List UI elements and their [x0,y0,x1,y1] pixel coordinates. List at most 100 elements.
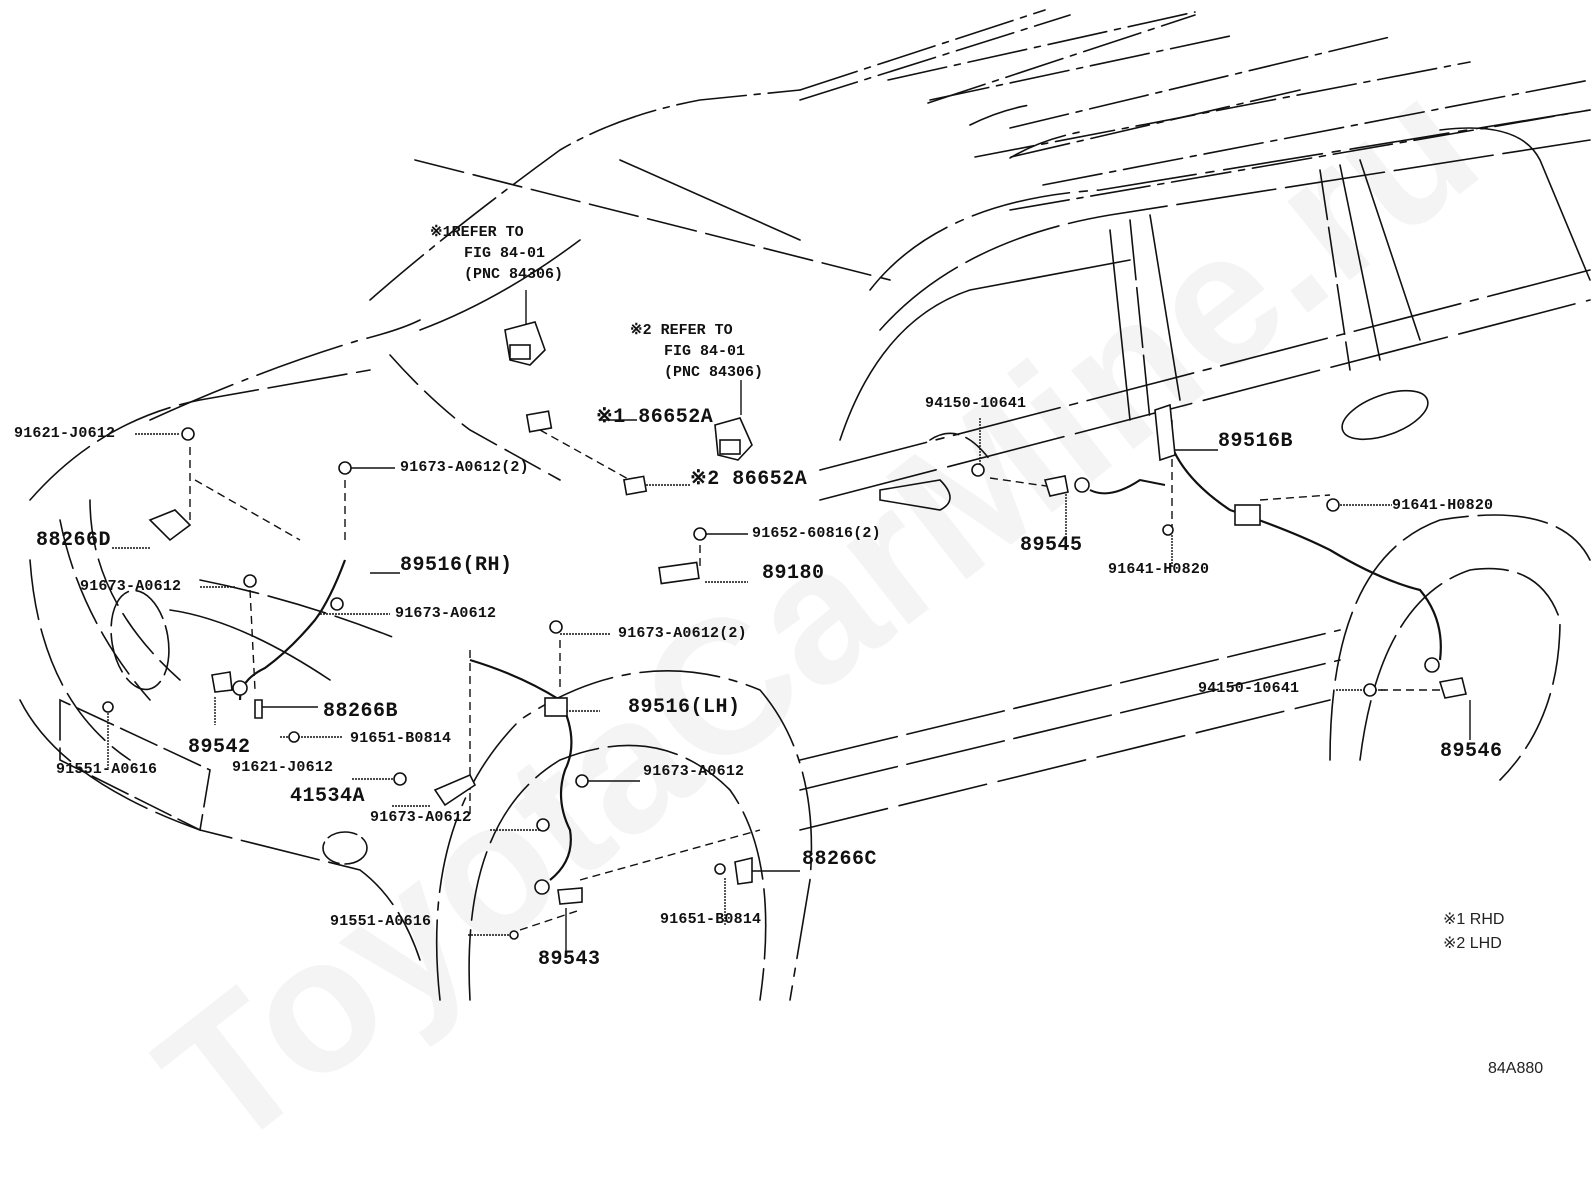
figure-code: 84A880 [1488,1060,1544,1077]
clock-spring-lhd-icon [714,417,753,461]
bolt-91673-a0612-2-icon [338,461,352,475]
note-line: FIG 84-01 [464,245,546,262]
legend-mark: ※2 [1443,935,1466,952]
part-label-91621-j0612-low[interactable]: 91621-J0612 [232,759,334,776]
bolt-91652-60816-icon [693,527,707,541]
fog-lamp [322,831,368,865]
door-handle [1341,389,1429,441]
body-upper-line [869,109,1591,291]
roof-lines [799,9,1591,211]
vehicle-outline-drawing [19,9,1591,1001]
part-label-88266b[interactable]: 88266B [323,700,399,723]
part-label-89545[interactable]: 89545 [1020,534,1083,557]
part-label-91641-h0820-mid[interactable]: 91641-H0820 [1108,561,1210,578]
part-label-91673-a0612-2-mid[interactable]: 91673-A0612(2) [618,625,747,642]
bolt-91551-a0616-left-icon [102,701,114,713]
bolt-91621-j0612-icon [181,427,195,441]
bolt-91673-a0612-low-icon [536,818,550,832]
part-label-41534a[interactable]: 41534A [290,785,366,808]
note-line: REFER TO [660,322,733,339]
wire-harness-rear [1163,419,1442,661]
rocker-panel [799,629,1341,761]
note-line[interactable]: (PNC 84306) [464,266,564,283]
part-label-86652a-rhd[interactable]: ※1 86652A [596,406,714,429]
refer-note-lhd: ※2 REFER TO FIG 84-01 (PNC 84306) [630,320,763,383]
part-label-89516-lh[interactable]: 89516(LH) [628,696,741,719]
part-label-89543[interactable]: 89543 [538,948,601,971]
clamp-88266b-icon [254,699,263,719]
part-label-91551-a0616-low[interactable]: 91551-A0616 [330,913,432,930]
rear-tire [1359,567,1561,781]
bolt-91551-a0616-low-icon [509,930,519,940]
clamp-89516-lh-icon [544,697,568,717]
hood-line [149,319,421,421]
bolt-91673-a0612-2-mid-icon [549,620,563,634]
note-line: FIG 84-01 [664,343,746,360]
front-tire [468,744,767,1001]
nut-94150-10641-top-icon [971,463,985,477]
wire-harness-rh [238,559,347,701]
bolt-91621-j0612-low-icon [393,772,407,786]
speed-sensor-89542-icon [211,671,233,693]
bolt-91673-a0612-left-icon [243,574,257,588]
part-label-91673-a0612-2[interactable]: 91673-A0612(2) [400,459,529,476]
part-label-89542[interactable]: 89542 [188,736,251,759]
legend-text: LHD [1469,935,1502,952]
side-mirror [879,479,951,511]
bolt-91651-b0814-left-icon [288,731,300,743]
bolt-91641-h0820-mid-icon [1162,524,1174,536]
front-wheel-arch [435,670,813,1001]
bolt-91641-h0820-right-icon [1326,498,1340,512]
part-label-86652a-lhd[interactable]: ※2 86652A [690,468,808,491]
parts-diagram: ToyotaCarMine.ru [14,9,1591,1189]
clamp-88266c-icon [734,856,753,885]
part-label-91652-60816-2[interactable]: 91652-60816(2) [752,525,881,542]
windshield-edge [369,89,801,301]
part-label-91651-b0814-left[interactable]: 91651-B0814 [350,730,452,747]
part-label-91651-b0814-low[interactable]: 91651-B0814 [660,911,762,928]
headlamp [110,589,170,691]
part-label-89180[interactable]: 89180 [762,562,825,585]
leader-lines [107,290,1471,955]
bolt-91673-a0612-lh-icon [575,774,589,788]
part-label-91673-a0612-lh[interactable]: 91673-A0612 [643,763,745,780]
sensor-86652a-rhd-icon [525,410,553,433]
bracket-88266d-icon [148,509,192,542]
part-label-94150-10641-top[interactable]: 94150-10641 [925,395,1027,412]
part-label-91673-a0612-low[interactable]: 91673-A0612 [370,809,472,826]
legend-item-lhd: ※2 LHD [1443,932,1504,956]
note-mark: ※1 [430,224,452,241]
part-label-88266d[interactable]: 88266D [36,529,112,552]
clamp-89516b-icon [1154,403,1176,462]
yaw-sensor-89180-icon [658,561,700,585]
legend-item-rhd: ※1 RHD [1443,908,1504,932]
note-line: REFER TO [451,224,524,241]
door-beltline [819,269,1591,471]
part-label-91673-a0612-left[interactable]: 91673-A0612 [80,578,182,595]
legend-text: RHD [1469,911,1505,928]
windshield-pillar [414,159,891,281]
part-label-89546[interactable]: 89546 [1440,740,1503,763]
note-mark: ※2 [630,322,652,339]
part-label-89516-rh[interactable]: 89516(RH) [400,554,513,577]
refer-note-rhd: ※1REFER TO FIG 84-01 (PNC 84306) [430,222,563,285]
speed-sensor-89543-icon [557,887,583,905]
part-label-94150-10641-low[interactable]: 94150-10641 [1198,680,1300,697]
part-label-91641-h0820-right[interactable]: 91641-H0820 [1392,497,1494,514]
bracket-41534a-icon [433,773,477,807]
part-label-91673-a0612-mid[interactable]: 91673-A0612 [395,605,497,622]
legend: ※1 RHD ※2 LHD [1443,908,1504,956]
speed-sensor-89546-icon [1438,677,1467,699]
part-label-91551-a0616-left[interactable]: 91551-A0616 [56,761,158,778]
legend-mark: ※1 [1443,911,1466,928]
note-line[interactable]: (PNC 84306) [664,364,764,381]
components [102,321,1467,940]
part-label-89516b[interactable]: 89516B [1218,430,1294,453]
grille [59,698,211,832]
sensor-86652a-lhd-icon [623,475,648,496]
rear-wheel-arch [1329,514,1591,761]
part-label-88266c[interactable]: 88266C [802,848,878,871]
part-label-91621-j0612[interactable]: 91621-J0612 [14,425,116,442]
nut-94150-10641-low-icon [1363,683,1377,697]
speed-sensor-89545-icon [1043,475,1069,497]
